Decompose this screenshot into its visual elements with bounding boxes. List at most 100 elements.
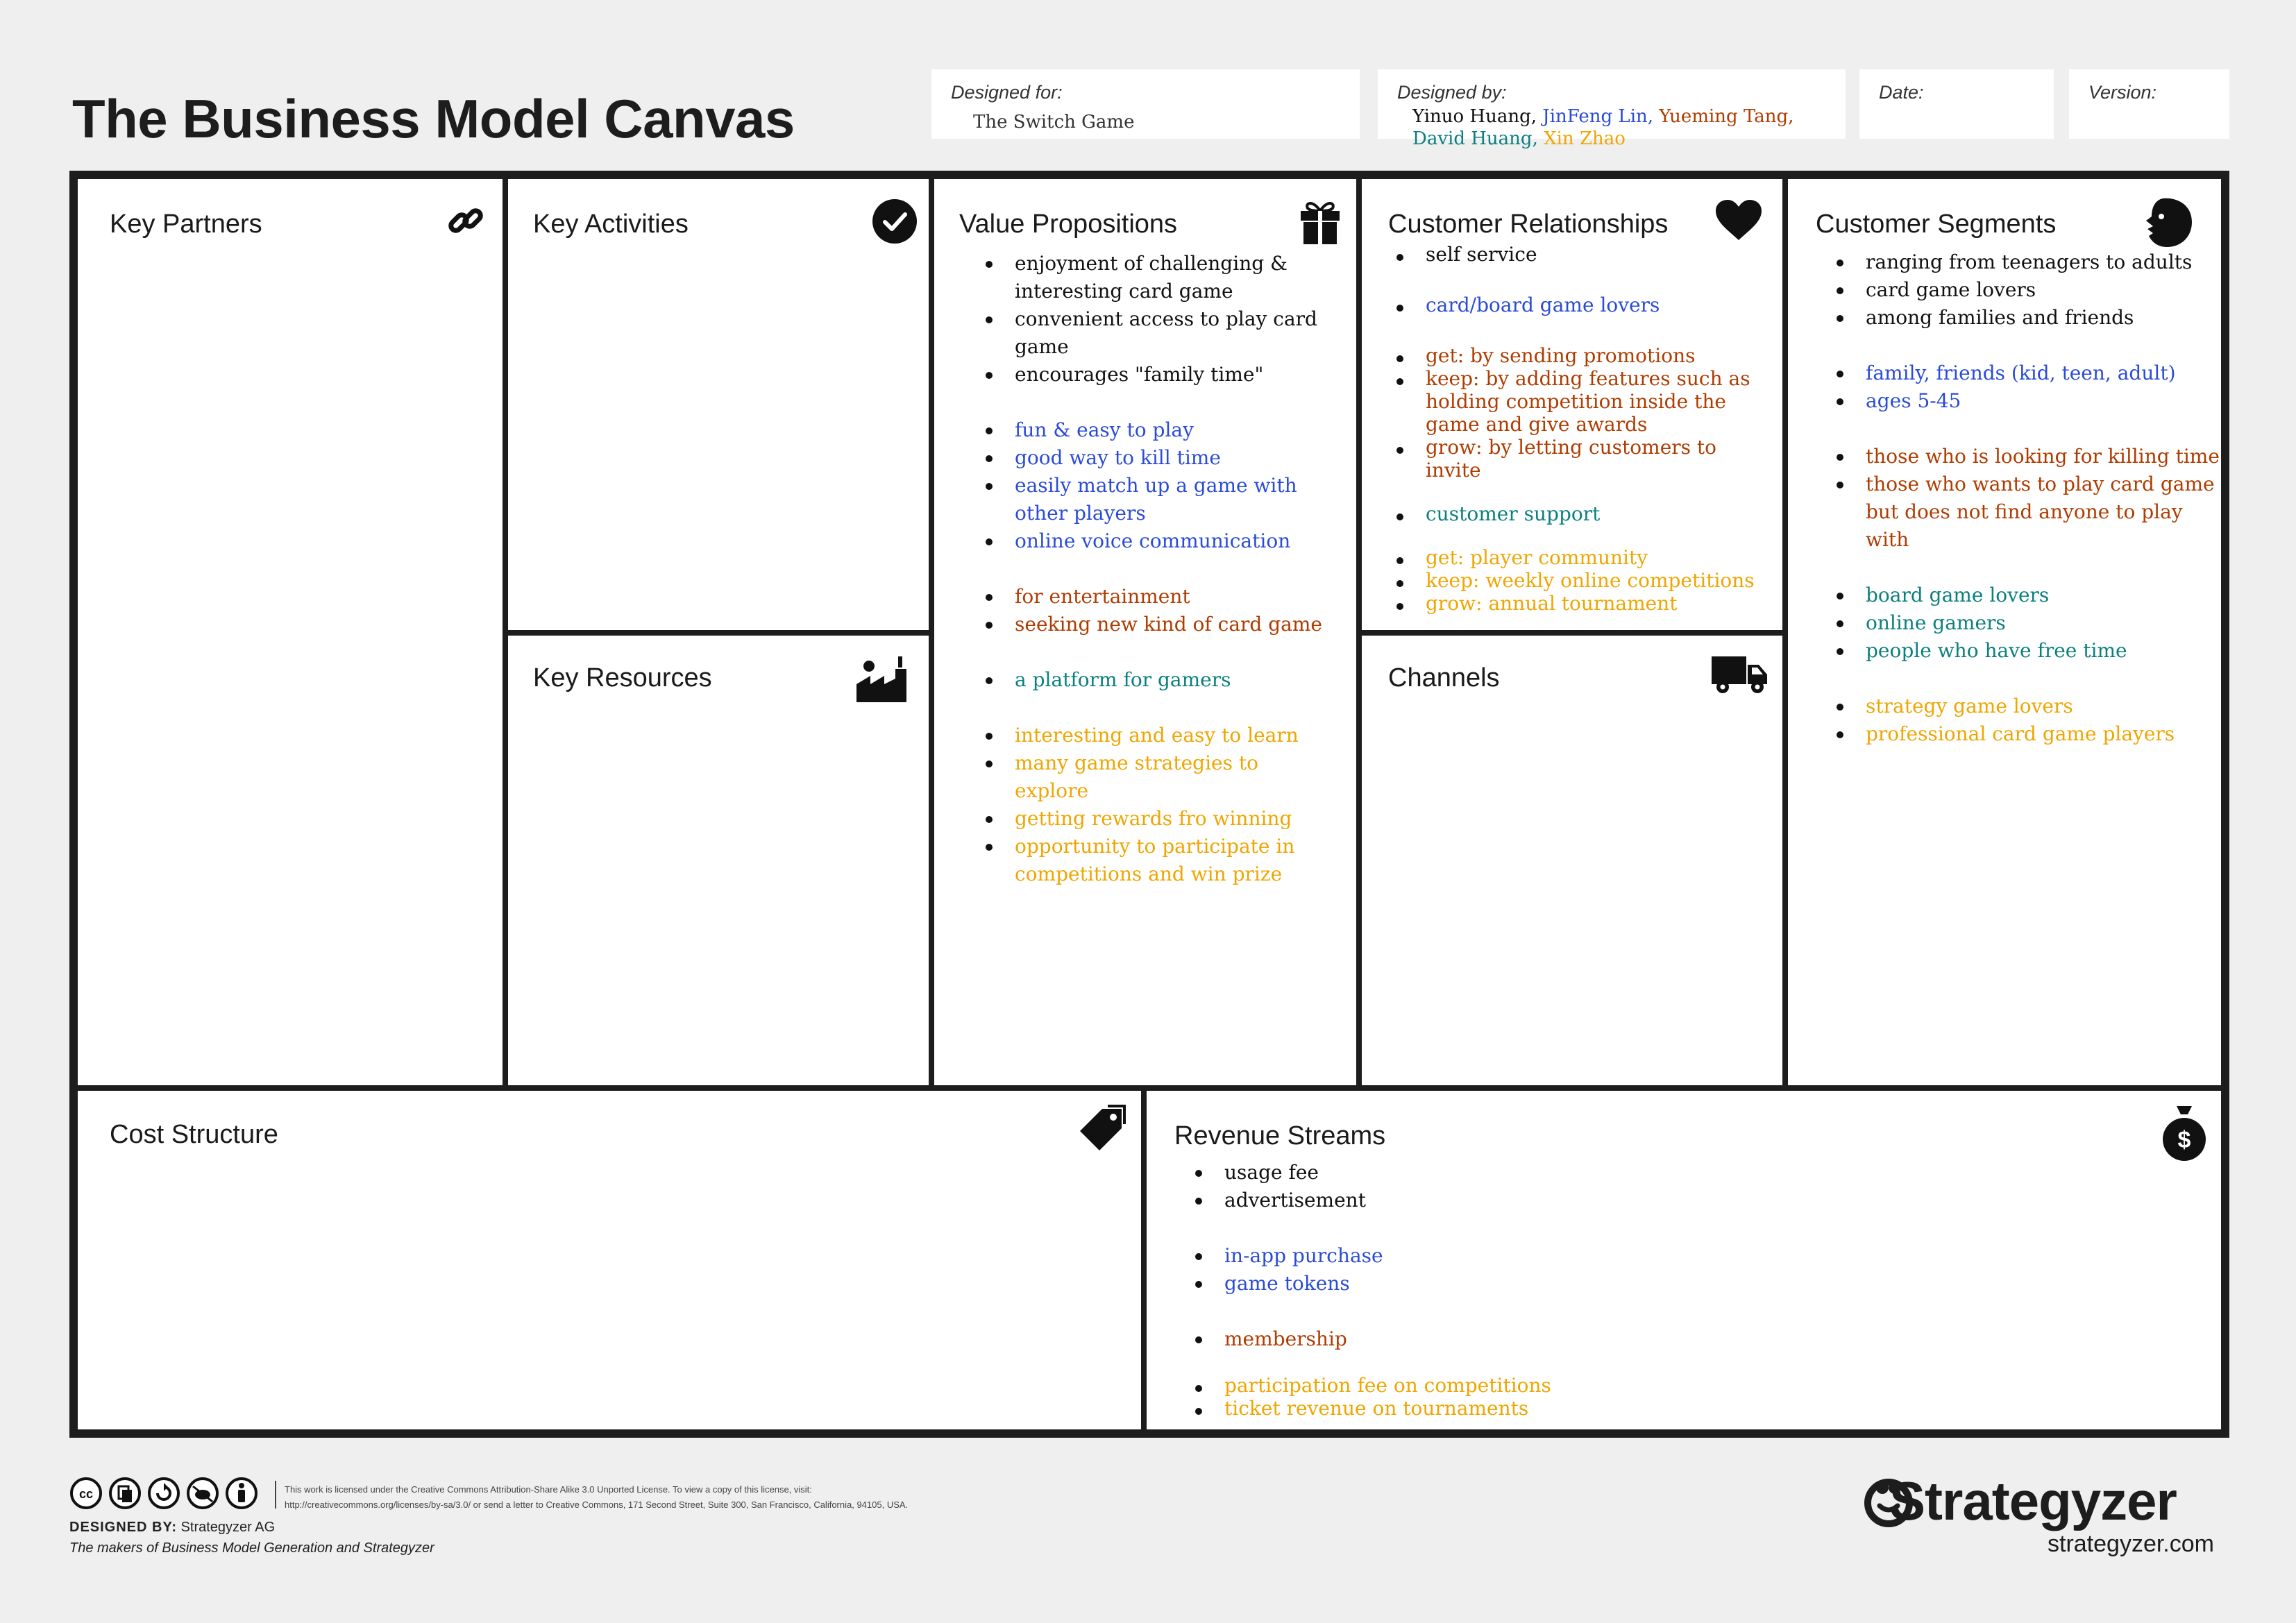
list-item: game tokens <box>1192 1270 1817 1298</box>
list-item: enjoyment of challenging & interesting c… <box>983 250 1330 305</box>
key-activities-block[interactable]: Key Activities <box>508 179 929 630</box>
designer-name: Yinuo Huang, <box>1412 106 1537 127</box>
list-item: those who wants to play card game but do… <box>1834 470 2220 554</box>
channels-block[interactable]: Channels <box>1362 636 1782 1085</box>
license-divider <box>275 1481 276 1509</box>
cc-icon: cc <box>70 1477 102 1509</box>
list-item: card/board game lovers <box>1394 294 1769 316</box>
list-item: fun & easy to play <box>983 416 1330 444</box>
version-field[interactable]: Version: <box>2069 69 2229 139</box>
list-item: easily match up a game with other player… <box>983 472 1330 527</box>
list-item: those who is looking for killing time <box>1834 443 2220 470</box>
list-item: keep: weekly online competitions <box>1394 569 1769 592</box>
list-item: professional card game players <box>1834 720 2220 748</box>
divider <box>1782 179 1788 1085</box>
customer-segments-block[interactable]: Customer Segments ranging from teenagers… <box>1788 179 2221 1085</box>
designed-by-footer: DESIGNED BY: Strategyzer AG <box>69 1520 275 1536</box>
list-item: getting rewards fro winning <box>983 805 1330 833</box>
license-line: This work is licensed under the Creative… <box>285 1484 812 1495</box>
list-item: a platform for gamers <box>983 666 1330 694</box>
value-propositions-list: enjoyment of challenging & interesting c… <box>983 250 1330 888</box>
checkmark-icon <box>872 199 917 244</box>
list-item: ticket revenue on tournaments <box>1192 1397 1817 1420</box>
divider <box>1141 1091 1147 1429</box>
designed-for-value: The Switch Game <box>973 112 1135 133</box>
list-item: strategy game lovers <box>1834 692 2220 720</box>
designed-by-field[interactable]: Designed by: Yinuo Huang, JinFeng Lin, Y… <box>1378 69 1846 149</box>
list-item: encourages "family time" <box>983 361 1330 389</box>
key-partners-block[interactable]: Key Partners <box>78 179 503 1085</box>
heart-icon <box>1716 200 1762 240</box>
list-item: many game strategies to explore <box>983 749 1330 805</box>
gift-icon <box>1301 202 1340 244</box>
list-item: customer support <box>1394 502 1769 525</box>
designer-name: Xin Zhao <box>1544 128 1626 149</box>
list-item: interesting and easy to learn <box>983 722 1330 749</box>
customer-relationships-list: self service card/board game lovers get:… <box>1394 243 1769 615</box>
link-icon <box>448 208 483 233</box>
designed-by-footer-company: Strategyzer AG <box>180 1520 276 1535</box>
cost-structure-title: Cost Structure <box>110 1120 278 1149</box>
license-text: This work is licensed under the Creative… <box>285 1482 1048 1513</box>
money-bag-icon: $ <box>2163 1106 2206 1161</box>
revenue-streams-list: usage fee advertisement in-app purchase … <box>1192 1159 1817 1420</box>
key-resources-title: Key Resources <box>533 663 712 692</box>
divider <box>1356 179 1362 1085</box>
person-icon <box>226 1477 258 1509</box>
revenue-streams-title: Revenue Streams <box>1174 1121 1386 1150</box>
noncommercial-icon <box>187 1477 219 1509</box>
list-item: grow: by letting customers to invite <box>1394 436 1769 482</box>
customer-segments-title: Customer Segments <box>1816 210 2057 239</box>
designed-for-field[interactable]: Designed for: The Switch Game <box>931 69 1360 139</box>
list-item: membership <box>1192 1325 1817 1353</box>
list-item: people who have free time <box>1834 637 2220 665</box>
license-line: http://creativecommons.org/licenses/by-s… <box>285 1499 909 1510</box>
key-activities-title: Key Activities <box>533 210 689 239</box>
designer-name: David Huang, <box>1412 128 1538 149</box>
brand-url[interactable]: strategyzer.com <box>2048 1531 2214 1557</box>
makers-line: The makers of Business Model Generation … <box>69 1540 434 1556</box>
page-title: The Business Model Canvas <box>72 88 795 149</box>
divider <box>503 179 508 1085</box>
list-item: ages 5-45 <box>1834 387 2220 415</box>
designed-for-label: Designed for: <box>951 82 1063 103</box>
list-item: in-app purchase <box>1192 1242 1817 1270</box>
customer-relationships-block[interactable]: Customer Relationships self service card… <box>1362 179 1782 630</box>
customer-relationships-title: Customer Relationships <box>1388 210 1669 239</box>
list-item: board game lovers <box>1834 581 2220 609</box>
date-field[interactable]: Date: <box>1859 69 2054 139</box>
svg-text:cc: cc <box>79 1487 93 1501</box>
list-item: ranging from teenagers to adults <box>1834 248 2220 276</box>
revenue-streams-block[interactable]: Revenue Streams $ usage fee advertisemen… <box>1147 1091 2221 1429</box>
key-partners-title: Key Partners <box>110 210 262 239</box>
strategyzer-logo-icon <box>1864 1479 1913 1527</box>
list-item: good way to kill time <box>983 444 1330 472</box>
list-item: get: by sending promotions <box>1394 344 1769 367</box>
value-propositions-title: Value Propositions <box>959 210 1178 239</box>
attribution-icon <box>109 1477 141 1509</box>
list-item: participation fee on competitions <box>1192 1374 1817 1397</box>
value-propositions-block[interactable]: Value Propositions enjoyment of challeng… <box>934 179 1356 1085</box>
divider <box>1362 630 1782 636</box>
list-item: self service <box>1394 243 1769 266</box>
version-label: Version: <box>2088 82 2157 103</box>
list-item: get: player community <box>1394 546 1769 569</box>
channels-title: Channels <box>1388 663 1500 692</box>
list-item: for entertainment <box>983 583 1330 611</box>
list-item: online voice communication <box>983 527 1330 555</box>
list-item: seeking new kind of card game <box>983 611 1330 638</box>
designer-name: Yueming Tang, <box>1659 106 1794 127</box>
price-tag-icon <box>1080 1105 1126 1150</box>
list-item: usage fee <box>1192 1159 1817 1187</box>
list-item: card game lovers <box>1834 276 2220 304</box>
designed-by-label: Designed by: <box>1397 82 1507 103</box>
key-resources-block[interactable]: Key Resources <box>508 636 929 1085</box>
factory-icon <box>856 656 906 702</box>
divider <box>508 630 929 636</box>
customer-segments-list: ranging from teenagers to adults card ga… <box>1834 248 2220 748</box>
divider <box>78 1085 2221 1091</box>
canvas-board: Key Partners Key Activities Key Resource… <box>69 171 2229 1438</box>
cost-structure-block[interactable]: Cost Structure <box>78 1091 1141 1429</box>
license-icons: cc <box>69 1477 271 1511</box>
list-item: convenient access to play card game <box>983 305 1330 361</box>
